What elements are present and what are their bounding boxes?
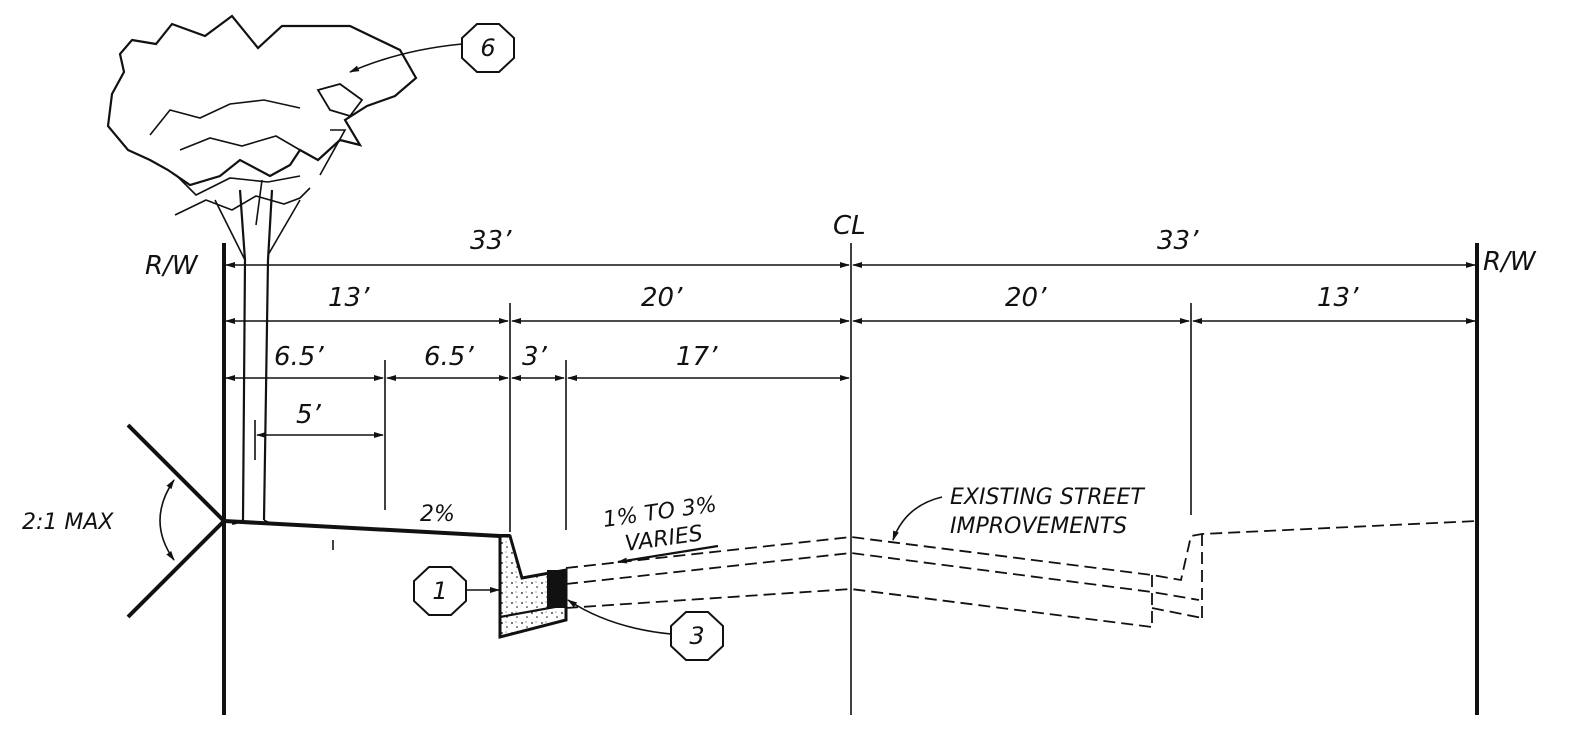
rw-left-label: R/W [145, 251, 199, 281]
dimension-lines [225, 262, 1476, 438]
dim-20-right-label: 20’ [1005, 283, 1047, 313]
dim-6-5-a-label: 6.5’ [274, 342, 324, 372]
callout-3[interactable]: 3 [670, 611, 724, 661]
parkway-ground [223, 519, 510, 538]
dim-5-label: 5’ [296, 400, 322, 430]
slope-2pct-label: 2% [420, 502, 455, 527]
tree-illustration [106, 14, 418, 525]
extension-lines [254, 303, 1192, 550]
existing-improvements-line-2: IMPROVEMENTS [950, 514, 1127, 539]
callout-1-number: 1 [432, 577, 447, 605]
max-slope-label: 2:1 MAX [22, 510, 114, 535]
callout-6-leader [349, 43, 463, 73]
dim-33-left-label: 33’ [470, 226, 512, 256]
callout-3-number: 3 [689, 622, 704, 650]
existing-improvements-line-1: EXISTING STREET [950, 485, 1145, 510]
dim-33-right-label: 33’ [1157, 226, 1199, 256]
dim-6-5-b-label: 6.5’ [424, 342, 474, 372]
dim-17-label: 17’ [676, 342, 718, 372]
callout-3-leader [567, 599, 672, 635]
side-slope-chevron [126, 423, 226, 619]
callout-6[interactable]: 6 [461, 23, 515, 73]
dim-13-right-label: 13’ [1317, 283, 1359, 313]
centerline-label: CL [833, 211, 866, 241]
existing-street-improvements [565, 520, 1478, 628]
dim-20-left-label: 20’ [641, 283, 683, 313]
callout-1[interactable]: 1 [413, 566, 467, 616]
curb-and-gutter [498, 534, 568, 639]
dim-3-label: 3’ [522, 342, 548, 372]
dim-13-left-label: 13’ [328, 283, 370, 313]
existing-leader [892, 496, 943, 541]
callout-6-number: 6 [480, 34, 495, 62]
rw-right-label: R/W [1483, 247, 1537, 277]
slope-arrow [617, 544, 719, 564]
